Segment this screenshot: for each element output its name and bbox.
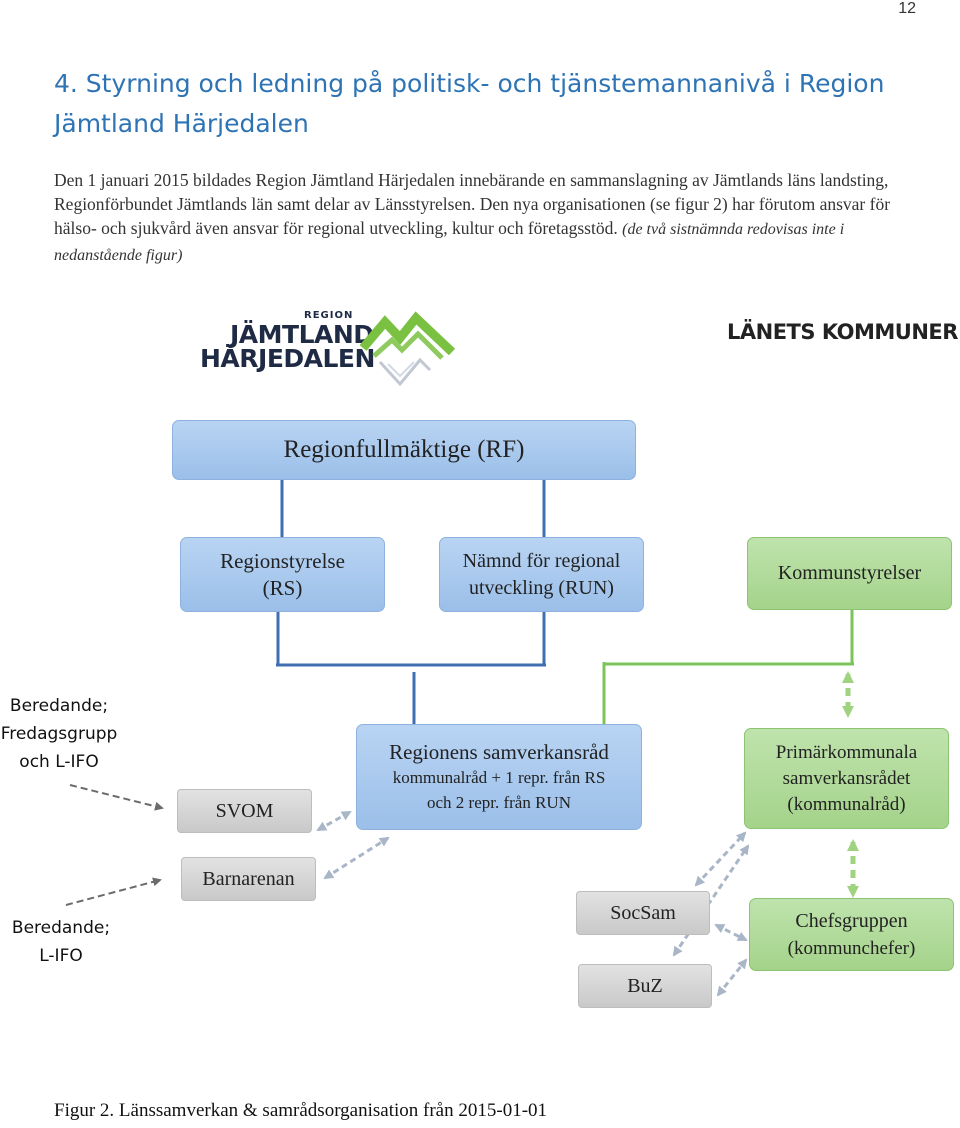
box-regionstyrelse: Regionstyrelse (RS) — [180, 537, 385, 612]
box-samverkansrad-title: Regionens samverkansråd — [389, 739, 609, 764]
box-socsam: SocSam — [576, 891, 710, 935]
logo-line2: HÄRJEDALEN — [200, 344, 375, 373]
box-regionens-samverkansrad: Regionens samverkansråd kommunalråd + 1 … — [356, 724, 642, 830]
label-beredande1-line2: Fredagsgrupp — [0, 724, 118, 744]
box-rf-label: Regionfullmäktige (RF) — [283, 436, 525, 463]
label-beredande-lifo: Beredande; L-IFO — [2, 914, 120, 970]
box-regionfullmaktige: Regionfullmäktige (RF) — [172, 420, 636, 480]
box-kommunstyrelser: Kommunstyrelser — [747, 537, 952, 610]
box-namnd-regional-utveckling: Nämnd för regional utveckling (RUN) — [439, 537, 644, 612]
label-beredande2-line2: L-IFO — [39, 946, 83, 966]
label-beredande-fredagsgrupp: Beredande; Fredagsgrupp och L-IFO — [0, 692, 118, 776]
logo-region-word: REGION — [304, 310, 354, 321]
box-buz-label: BuZ — [627, 974, 663, 997]
box-chefs-line1: Chefsgruppen — [795, 909, 908, 932]
figure-caption: Figur 2. Länssamverkan & samrådsorganisa… — [54, 1100, 548, 1121]
arrow-buz-primar — [672, 844, 750, 957]
box-samverkansrad-sub2: och 2 repr. från RUN — [427, 792, 571, 812]
arrow-barnarenan-samverkansrad — [323, 836, 390, 880]
lanets-kommuner-heading: LÄNETS KOMMUNER — [727, 320, 958, 344]
intro-paragraph: Den 1 januari 2015 bildades Region Jämtl… — [54, 168, 914, 268]
box-rs-line1: Regionstyrelse — [220, 548, 345, 573]
box-primar-line2: samverkansrådet — [782, 767, 911, 789]
box-run-line2: utveckling (RUN) — [469, 576, 614, 599]
arrow-beredande-svom — [69, 784, 164, 811]
arrow-buz-chefs — [716, 958, 748, 997]
box-socsam-label: SocSam — [610, 901, 676, 924]
box-svom-label: SVOM — [215, 799, 274, 822]
arrow-socsam-chefs — [714, 923, 748, 942]
box-rs-line2: (RS) — [262, 575, 303, 600]
box-buz: BuZ — [578, 964, 712, 1008]
box-barnarenan: Barnarenan — [181, 857, 316, 901]
box-primar-line1: Primärkommunala — [775, 741, 918, 763]
section-heading: 4. Styrning och ledning på politisk- och… — [54, 69, 885, 138]
page-number: 12 — [898, 0, 916, 17]
box-samverkansrad-sub1: kommunalråd + 1 repr. från RS — [392, 767, 606, 787]
arrow-beredande-barnarenan — [65, 877, 162, 906]
box-kommunstyrelser-label: Kommunstyrelser — [777, 562, 922, 584]
box-primarkommunala-samverkansradet: Primärkommunala samverkansrådet (kommuna… — [744, 728, 949, 829]
box-chefsgruppen: Chefsgruppen (kommunchefer) — [749, 898, 954, 971]
label-beredande1-line1: Beredande; — [9, 696, 109, 716]
mountain-logo-icon — [360, 311, 455, 387]
box-chefs-line2: (kommunchefer) — [787, 937, 916, 959]
intro-italic-note: (de två sistnämnda redovisas inte i neda… — [54, 221, 845, 264]
arrow-svom-samverkansrad — [316, 810, 352, 832]
box-barnarenan-label: Barnarenan — [202, 867, 295, 890]
intro-text: Den 1 januari 2015 bildades Region Jämtl… — [54, 170, 891, 238]
label-beredande1-line3: och L-IFO — [19, 752, 99, 772]
region-logo: REGION JÄMTLAND HÄRJEDALEN — [200, 308, 460, 388]
box-primar-line3: (kommunalråd) — [787, 793, 906, 815]
label-beredande2-line1: Beredande; — [11, 918, 111, 938]
logo-line1: JÄMTLAND — [230, 320, 374, 349]
box-run-line1: Nämnd för regional — [462, 549, 621, 572]
box-svom: SVOM — [177, 789, 312, 833]
